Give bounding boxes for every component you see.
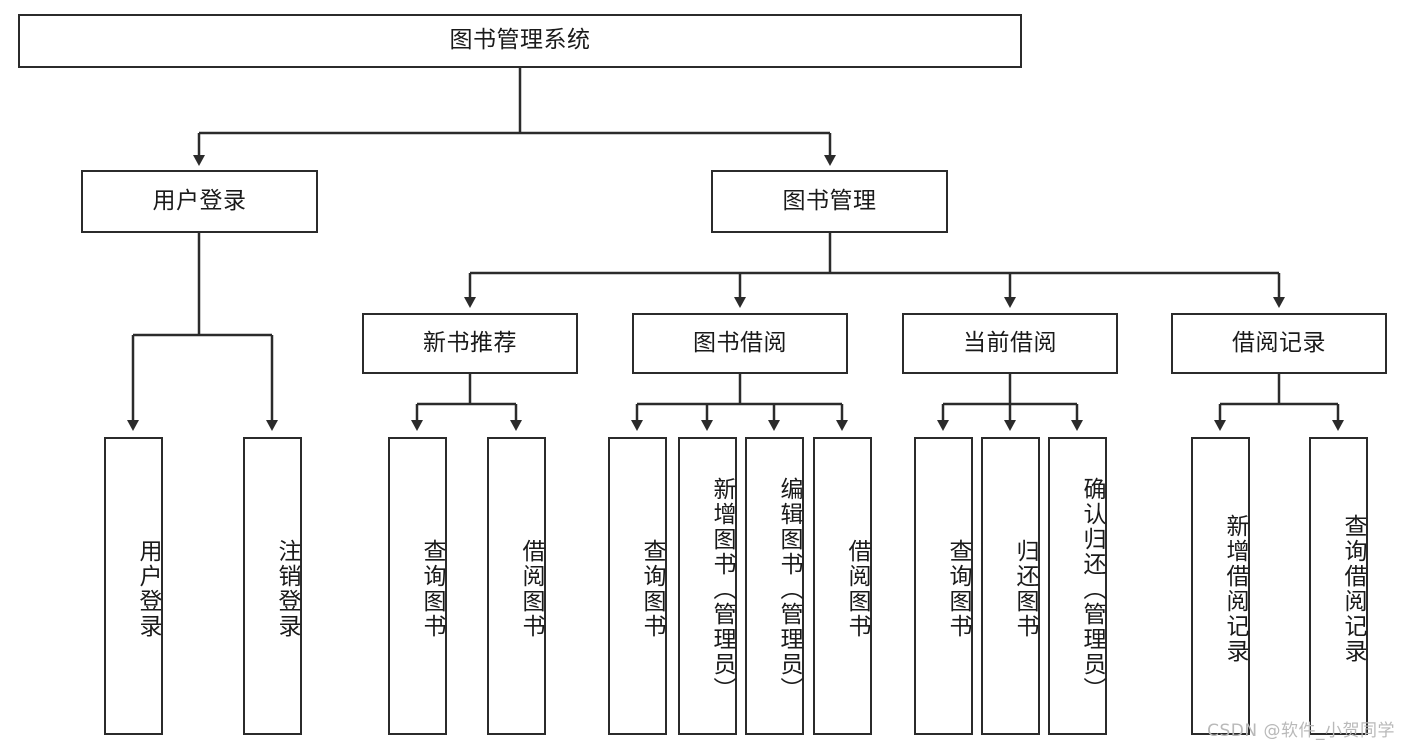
leaf-query-book-current[interactable]: 查询图书 (914, 437, 973, 735)
leaf-label: 新增图书（管理员） (709, 476, 735, 702)
leaf-label: 借阅图书 (518, 539, 544, 639)
leaf-borrow-book[interactable]: 借阅图书 (813, 437, 872, 735)
node-book-borrow[interactable]: 图书借阅 (632, 313, 848, 374)
leaf-edit-book-admin[interactable]: 编辑图书（管理员） (745, 437, 804, 735)
leaf-query-book-recommend[interactable]: 查询图书 (388, 437, 447, 735)
leaf-label: 查询借阅记录 (1340, 514, 1366, 664)
watermark-text: CSDN @软件_小贺同学 (1207, 721, 1395, 741)
leaf-borrow-book-recommend[interactable]: 借阅图书 (487, 437, 546, 735)
leaf-add-borrow-record[interactable]: 新增借阅记录 (1191, 437, 1250, 735)
node-borrow-records[interactable]: 借阅记录 (1171, 313, 1387, 374)
node-user-login[interactable]: 用户登录 (81, 170, 318, 233)
leaf-label: 用户登录 (135, 539, 161, 639)
leaf-label: 新增借阅记录 (1222, 514, 1248, 664)
leaf-label: 查询图书 (639, 539, 665, 639)
leaf-label: 查询图书 (419, 539, 445, 639)
node-current-borrow[interactable]: 当前借阅 (902, 313, 1118, 374)
leaf-return-book[interactable]: 归还图书 (981, 437, 1040, 735)
leaf-add-book-admin[interactable]: 新增图书（管理员） (678, 437, 737, 735)
leaf-label: 查询图书 (945, 539, 971, 639)
node-new-book-recommend[interactable]: 新书推荐 (362, 313, 578, 374)
node-root-system[interactable]: 图书管理系统 (18, 14, 1022, 68)
leaf-label: 归还图书 (1012, 539, 1038, 639)
leaf-query-book-borrow[interactable]: 查询图书 (608, 437, 667, 735)
leaf-logout[interactable]: 注销登录 (243, 437, 302, 735)
leaf-label: 注销登录 (274, 539, 300, 639)
leaf-user-login[interactable]: 用户登录 (104, 437, 163, 735)
leaf-label: 确认归还（管理员） (1079, 476, 1105, 702)
node-book-management[interactable]: 图书管理 (711, 170, 948, 233)
leaf-confirm-return-admin[interactable]: 确认归还（管理员） (1048, 437, 1107, 735)
leaf-label: 编辑图书（管理员） (776, 476, 802, 702)
leaf-query-borrow-record[interactable]: 查询借阅记录 (1309, 437, 1368, 735)
leaf-label: 借阅图书 (844, 539, 870, 639)
